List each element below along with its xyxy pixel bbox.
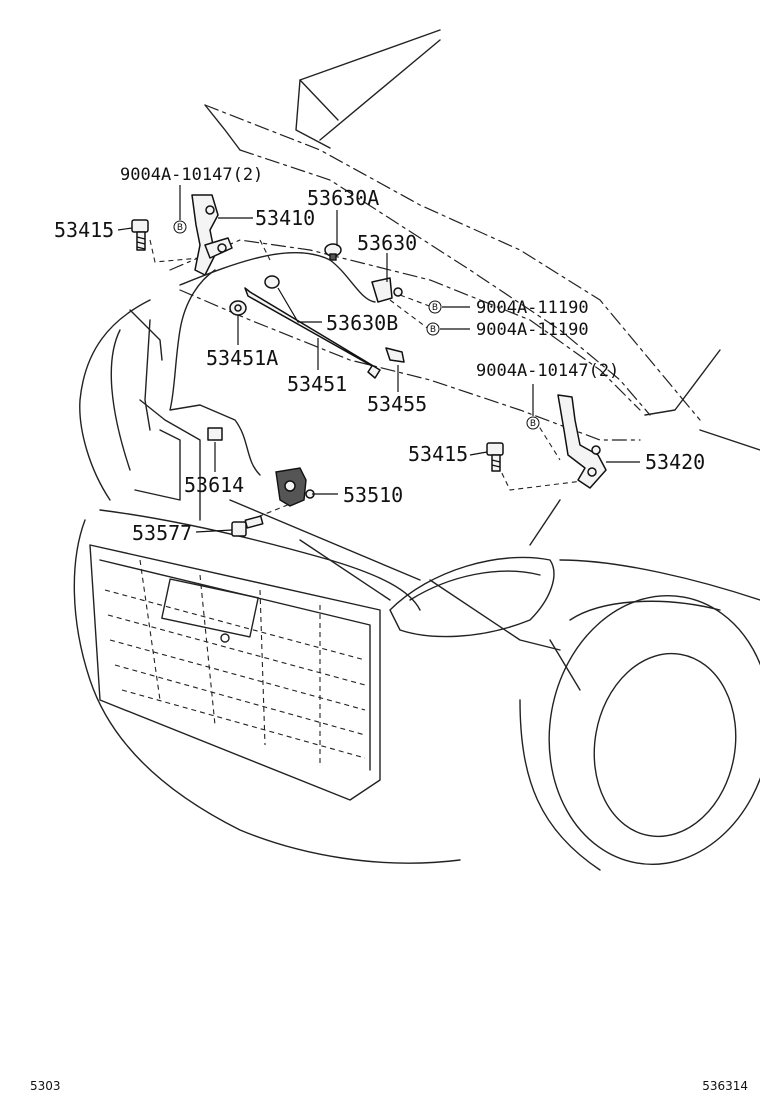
label-bolt-left: 53415: [54, 218, 114, 242]
label-clip-lower: 9004A-11190: [476, 320, 589, 340]
svg-text:B: B: [430, 325, 436, 335]
cushion-bracket-icon: [371, 277, 403, 303]
label-cushion-a: 53630A: [307, 186, 379, 210]
label-hinge-right: 53420: [645, 450, 705, 474]
footer-right-code: 536314: [702, 1079, 748, 1093]
release-cable: [169, 269, 261, 476]
hood-hinge-left-icon: [191, 194, 233, 276]
b-marker-icon: B: [526, 416, 540, 430]
label-cushion: 53630: [357, 231, 417, 255]
vehicle-outline: [73, 29, 760, 871]
label-bolt-right: 53415: [408, 442, 468, 466]
assembly-lines: [149, 239, 591, 521]
hood-support-rod: [244, 287, 381, 379]
b-marker-icon: B: [426, 322, 440, 336]
bolt-markers: B B B B: [173, 220, 540, 430]
cable-clamp-icon: [207, 427, 223, 441]
lock-bolt-icon: [231, 515, 264, 537]
cushion-a-icon: [324, 243, 342, 261]
label-bolt-note-left: 9004A-10147(2): [120, 165, 263, 185]
bolt-left-icon: [131, 219, 149, 251]
bolt-right-icon: [486, 442, 504, 472]
b-marker-icon: B: [428, 300, 442, 314]
label-clip-upper: 9004A-11190: [476, 298, 589, 318]
footer-left-code: 5303: [30, 1079, 61, 1093]
rod-holder-icon: [385, 347, 405, 363]
label-support-rod: 53451: [287, 372, 347, 396]
svg-text:B: B: [530, 419, 536, 429]
svg-text:B: B: [432, 303, 438, 313]
label-rod-holder: 53455: [367, 392, 427, 416]
label-hinge-left: 53410: [255, 206, 315, 230]
label-grommet: 53451A: [206, 346, 278, 370]
label-lock-bolt: 53577: [132, 521, 192, 545]
hood-hinge-right-icon: [557, 394, 607, 489]
label-cushion-b: 53630B: [326, 311, 398, 335]
cushion-b-icon: [264, 275, 280, 289]
release-cable-upper: [179, 252, 376, 303]
b-marker-icon: B: [173, 220, 187, 234]
hood-lock-assy-icon: [275, 467, 315, 507]
svg-text:B: B: [177, 223, 183, 233]
label-bolt-note-right: 9004A-10147(2): [476, 361, 619, 381]
grommet-icon: [229, 300, 247, 316]
parts: [131, 194, 607, 537]
label-lock-assy: 53510: [343, 483, 403, 507]
label-clamp: 53614: [184, 473, 244, 497]
leader-lines: [117, 185, 640, 533]
part-labels: 9004A-10147(2) 53415 53410 53630A 53630 …: [54, 165, 705, 545]
